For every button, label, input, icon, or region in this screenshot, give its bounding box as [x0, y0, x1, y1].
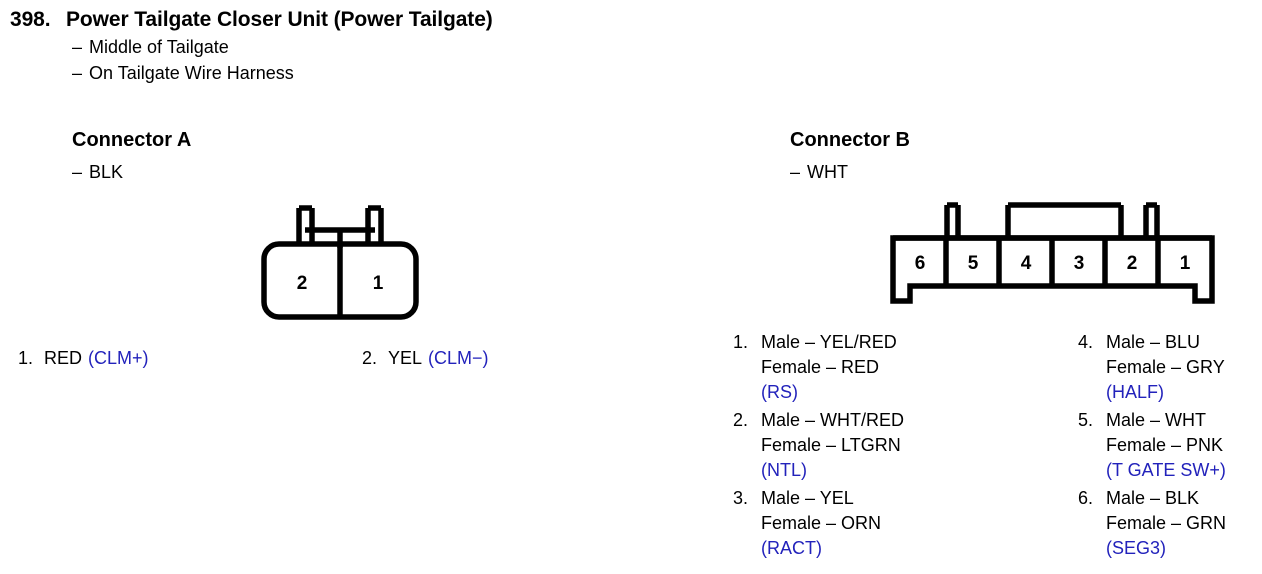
pin-entry: 4. Male – BLU Female – GRY (HALF) — [1078, 330, 1262, 405]
pin-male-wire: Male – YEL/RED — [761, 332, 897, 352]
connector-a-heading: Connector A — [72, 129, 192, 151]
pin-signal: (HALF) — [1106, 382, 1164, 402]
connector-a-color-label: BLK — [89, 162, 124, 182]
connector-b-color-label: WHT — [807, 162, 848, 182]
pin-entry: 6. Male – BLK Female – GRN (SEG3) — [1078, 486, 1262, 561]
pin-number: 6. — [1078, 488, 1094, 508]
pin-signal: (RS) — [761, 382, 798, 402]
pin-number: 2. — [733, 410, 749, 430]
location-text: On Tailgate Wire Harness — [89, 63, 294, 83]
pin-female-wire: Female – RED — [761, 357, 880, 377]
location-line-1: –Middle of Tailgate — [72, 37, 730, 58]
cell-label-4: 4 — [1021, 253, 1032, 274]
cell-label-1: 1 — [1180, 253, 1191, 274]
pin-female-wire: Female – PNK — [1106, 435, 1224, 455]
dash-marker: – — [72, 63, 83, 83]
pin-female-wire: Female – ORN — [761, 513, 882, 533]
pin-number: 1. — [18, 348, 34, 368]
cell-label-2: 2 — [1127, 253, 1138, 274]
connector-b-color: –WHT — [790, 162, 848, 183]
connector-a-svg: 2 1 — [261, 205, 419, 320]
pin-male-wire: Male – YEL — [761, 488, 854, 508]
pin-entry: 1. Male – YEL/RED Female – RED (RS) — [733, 330, 1033, 405]
pin-entry: 2. Male – WHT/RED Female – LTGRN (NTL) — [733, 408, 1033, 483]
dash-marker: – — [72, 162, 83, 182]
pin-male-wire: Male – BLU — [1106, 332, 1201, 352]
dash-marker: – — [790, 162, 801, 182]
pin-male-wire: Male – WHT/RED — [761, 410, 905, 430]
pin-signal: (CLM+) — [88, 348, 149, 368]
pin-wire-color: YEL — [388, 348, 423, 368]
cell-label-3: 3 — [1074, 253, 1085, 274]
cell-label-2: 2 — [297, 273, 308, 294]
connector-a-diagram: 2 1 — [255, 200, 425, 325]
pin-signal: (CLM−) — [428, 348, 489, 368]
connector-a-pin-1: 1. RED (CLM+) — [18, 348, 149, 369]
cell-label-5: 5 — [968, 253, 979, 274]
pin-male-wire: Male – BLK — [1106, 488, 1200, 508]
connector-b-heading: Connector B — [790, 129, 910, 151]
connector-b-svg: 6 5 4 3 2 1 — [890, 202, 1215, 304]
pin-number: 3. — [733, 488, 749, 508]
top-tab — [1005, 202, 1124, 238]
item-title: Power Tailgate Closer Unit (Power Tailga… — [66, 8, 493, 31]
pin-female-wire: Female – GRN — [1106, 513, 1227, 533]
page-header: 398. Power Tailgate Closer Unit (Power T… — [10, 8, 730, 84]
pin-number: 5. — [1078, 410, 1094, 430]
pin-signal: (SEG3) — [1106, 538, 1167, 558]
connector-b-pin-list-left: 1. Male – YEL/RED Female – RED (RS) 2. M… — [733, 330, 1033, 564]
connector-b-pin-list-right: 4. Male – BLU Female – GRY (HALF) 5. Mal… — [1078, 330, 1262, 564]
connector-body — [890, 235, 1215, 304]
right-post — [365, 205, 384, 245]
pin-number: 4. — [1078, 332, 1094, 352]
pin-wire-color: RED — [44, 348, 83, 368]
pin-male-wire: Male – WHT — [1106, 410, 1207, 430]
cell-label-1: 1 — [373, 273, 384, 294]
pin-signal: (RACT) — [761, 538, 822, 558]
location-line-2: –On Tailgate Wire Harness — [72, 63, 730, 84]
left-post — [296, 205, 315, 245]
connector-b-diagram: 6 5 4 3 2 1 — [885, 200, 1220, 310]
right-post — [1143, 202, 1160, 238]
pin-number: 2. — [362, 348, 378, 368]
pin-signal: (T GATE SW+) — [1106, 460, 1226, 480]
dash-marker: – — [72, 37, 83, 57]
item-number: 398. — [10, 8, 51, 31]
cell-label-6: 6 — [915, 253, 926, 274]
connector-a-color: –BLK — [72, 162, 123, 183]
location-text: Middle of Tailgate — [89, 37, 229, 57]
page-title: 398. Power Tailgate Closer Unit (Power T… — [10, 8, 730, 32]
pin-female-wire: Female – LTGRN — [761, 435, 901, 455]
pin-signal: (NTL) — [761, 460, 807, 480]
connector-a-pin-2: 2. YEL (CLM−) — [362, 348, 489, 369]
pin-entry: 5. Male – WHT Female – PNK (T GATE SW+) — [1078, 408, 1262, 483]
pin-female-wire: Female – GRY — [1106, 357, 1225, 377]
pin-number: 1. — [733, 332, 749, 352]
left-post — [944, 202, 961, 238]
pin-entry: 3. Male – YEL Female – ORN (RACT) — [733, 486, 1033, 561]
